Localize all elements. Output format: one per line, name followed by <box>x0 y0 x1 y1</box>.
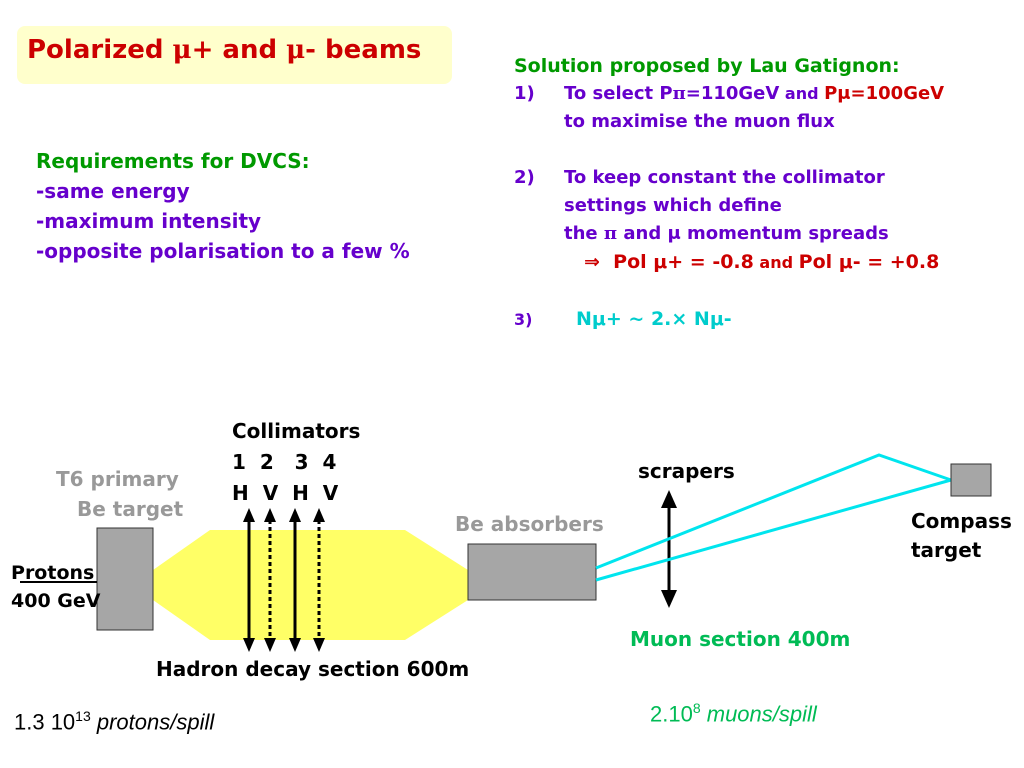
t6-target-label-2: Be target <box>77 497 184 521</box>
collimator-4-arrow-up <box>313 508 325 522</box>
requirements-heading: Requirements for DVCS: <box>36 149 310 173</box>
requirements-block: Requirements for DVCS: -same energy -max… <box>36 146 410 266</box>
collimator-2-arrow-up <box>264 508 276 522</box>
collimator-planes: H V H V <box>232 481 339 505</box>
muon-beam-upper <box>595 453 952 570</box>
compass-label-1: Compass <box>911 509 1012 533</box>
compass-target-box <box>950 463 992 497</box>
requirement-item: -same energy <box>36 179 190 203</box>
solution-item-2: 2)To keep constant the collimator <box>514 167 885 188</box>
hadron-section-label: Hadron decay section 600m <box>156 657 470 681</box>
protons-energy-label: 400 GeV <box>11 590 101 612</box>
collimator-1-arrow-down <box>243 638 255 652</box>
solution-item-2-line3: the π and μ momentum spreads <box>564 223 889 244</box>
collimator-2-arrow-down <box>264 638 276 652</box>
muon-section-label: Muon section 400m <box>630 627 851 651</box>
collimator-1-arrow-up <box>243 508 255 522</box>
protons-label: Protons <box>11 562 95 584</box>
muon-beam-lower <box>595 478 952 582</box>
solution-item-1: 1)To select Pπ=110GeV and Pμ=100GeV <box>514 83 945 104</box>
solution-heading: Solution proposed by Lau Gatignon: <box>514 55 900 77</box>
collimator-3-arrow-up <box>289 508 301 522</box>
title-box <box>17 26 452 84</box>
be-absorber-box <box>467 543 597 601</box>
solution-item-2-line2: settings which define <box>564 195 782 216</box>
compass-label-2: target <box>911 538 982 562</box>
collimator-3-arrow-down <box>289 638 301 652</box>
be-target-box <box>96 527 154 631</box>
be-absorbers-label: Be absorbers <box>455 512 604 536</box>
polarisation-result: ⇒ Pol μ+ = -0.8 and Pol μ- = +0.8 <box>584 251 940 273</box>
collimator-4-arrow-down <box>313 638 325 652</box>
solution-item-1-line2: to maximise the muon flux <box>564 111 835 132</box>
scraper-arrow-down <box>661 590 677 608</box>
requirement-item: -maximum intensity <box>36 209 262 233</box>
collimator-numbers: 1 2 3 4 <box>232 450 337 474</box>
t6-target-label-1: T6 primary <box>56 467 179 491</box>
muons-per-spill: 2.108 muons/spill <box>650 700 817 727</box>
hadron-decay-region <box>153 530 468 640</box>
scraper-arrow-up <box>661 490 677 508</box>
page-title: Polarized μ+ and μ- beams <box>27 35 422 65</box>
requirement-item: -opposite polarisation to a few % <box>36 239 410 263</box>
solution-item-3: 3)Nμ+ ~ 2.× Nμ- <box>514 308 732 330</box>
scrapers-label: scrapers <box>638 459 735 483</box>
collimators-label: Collimators <box>232 419 361 443</box>
protons-per-spill: 1.3 1013 protons/spill <box>14 708 215 735</box>
solution-block: Solution proposed by Lau Gatignon: 1)To … <box>514 52 944 334</box>
implies-icon: ⇒ <box>584 251 600 273</box>
